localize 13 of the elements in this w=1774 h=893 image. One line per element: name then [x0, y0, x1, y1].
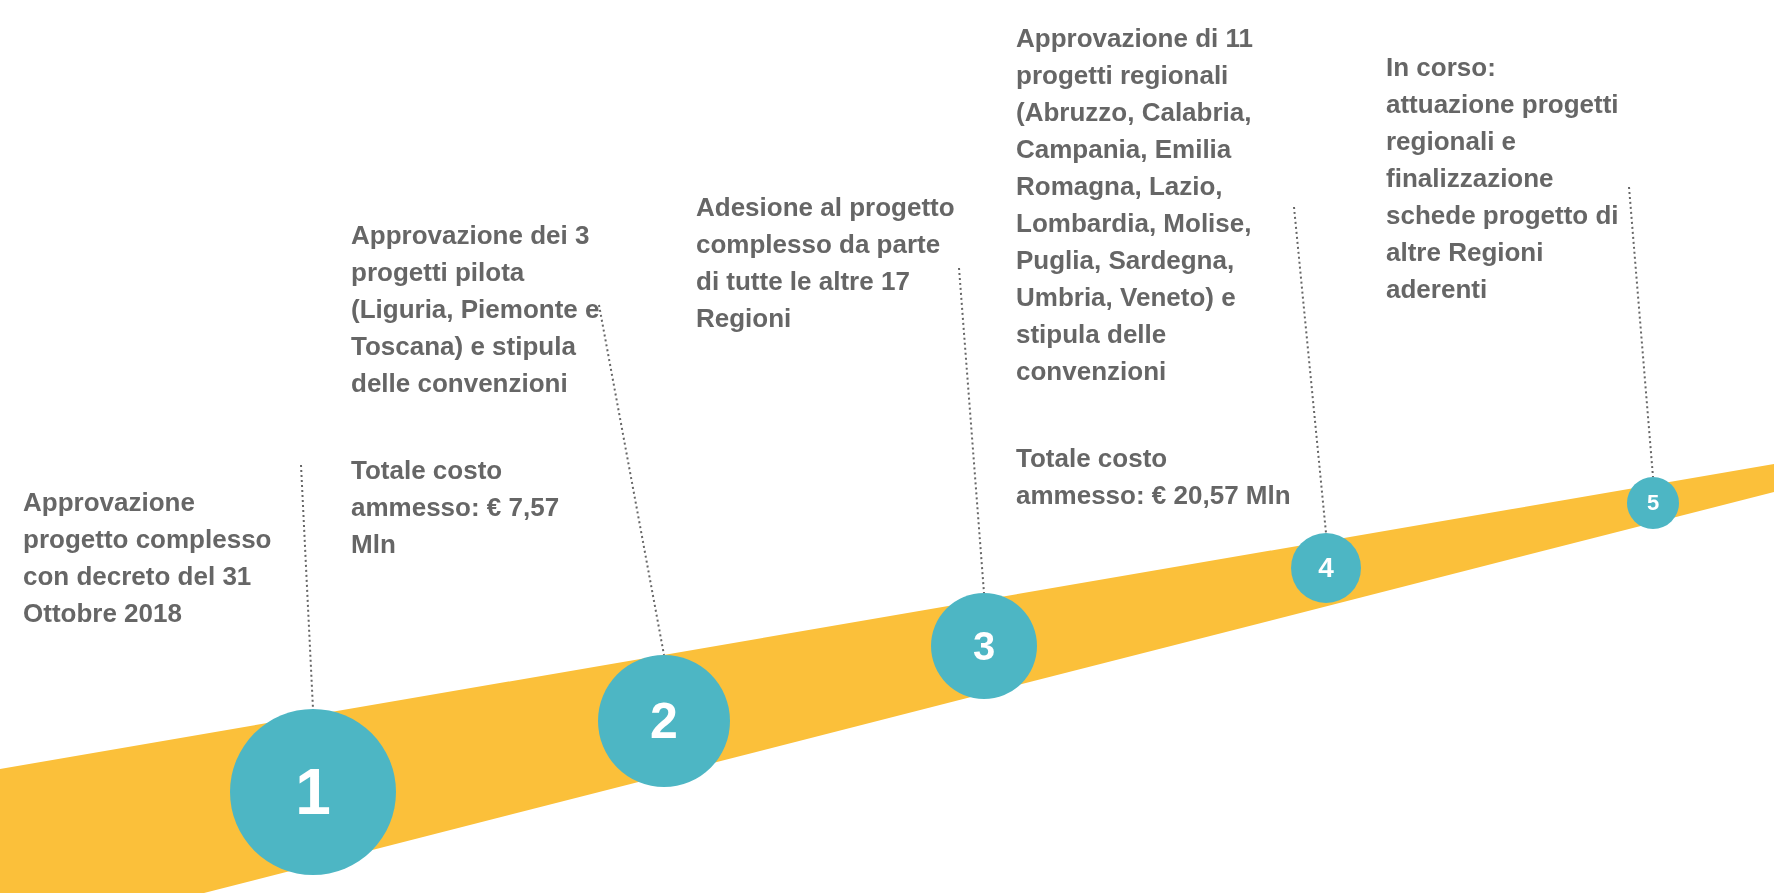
- leader-line: [300, 464, 314, 710]
- leader-line: [1293, 206, 1327, 534]
- cost-text: Totale costo ammesso: € 7,57 Mln: [351, 454, 561, 561]
- step-number-circle: 5: [1627, 477, 1679, 529]
- cost-text: Totale costo ammesso: € 20,57 Mln: [1016, 442, 1292, 512]
- milestone-text: Approvazione progetto complesso con decreto del 31 Ottobre 2018: [23, 486, 273, 630]
- milestone-text: In corso: attuazione progetti regionali e finalizzazione schede progetto di altre Regioni aderenti: [1386, 51, 1620, 306]
- milestone-text: Approvazione di 11 progetti regionali (Abruzzo, Calabria, Campania, Emilia Romagna, Lazio, Lombardia, Molise, Puglia, Sardegna, Umbria, Veneto) e stipula delle convenzioni: [1016, 22, 1254, 388]
- leader-line: [598, 304, 665, 656]
- milestone-text: Adesione al progetto complesso da parte di tutte le altre 17 Regioni: [696, 191, 956, 335]
- leader-line: [958, 267, 985, 594]
- leader-line: [1628, 186, 1654, 478]
- milestone-text: Approvazione dei 3 progetti pilota (Liguria, Piemonte e Toscana) e stipula delle convenzioni: [351, 219, 601, 400]
